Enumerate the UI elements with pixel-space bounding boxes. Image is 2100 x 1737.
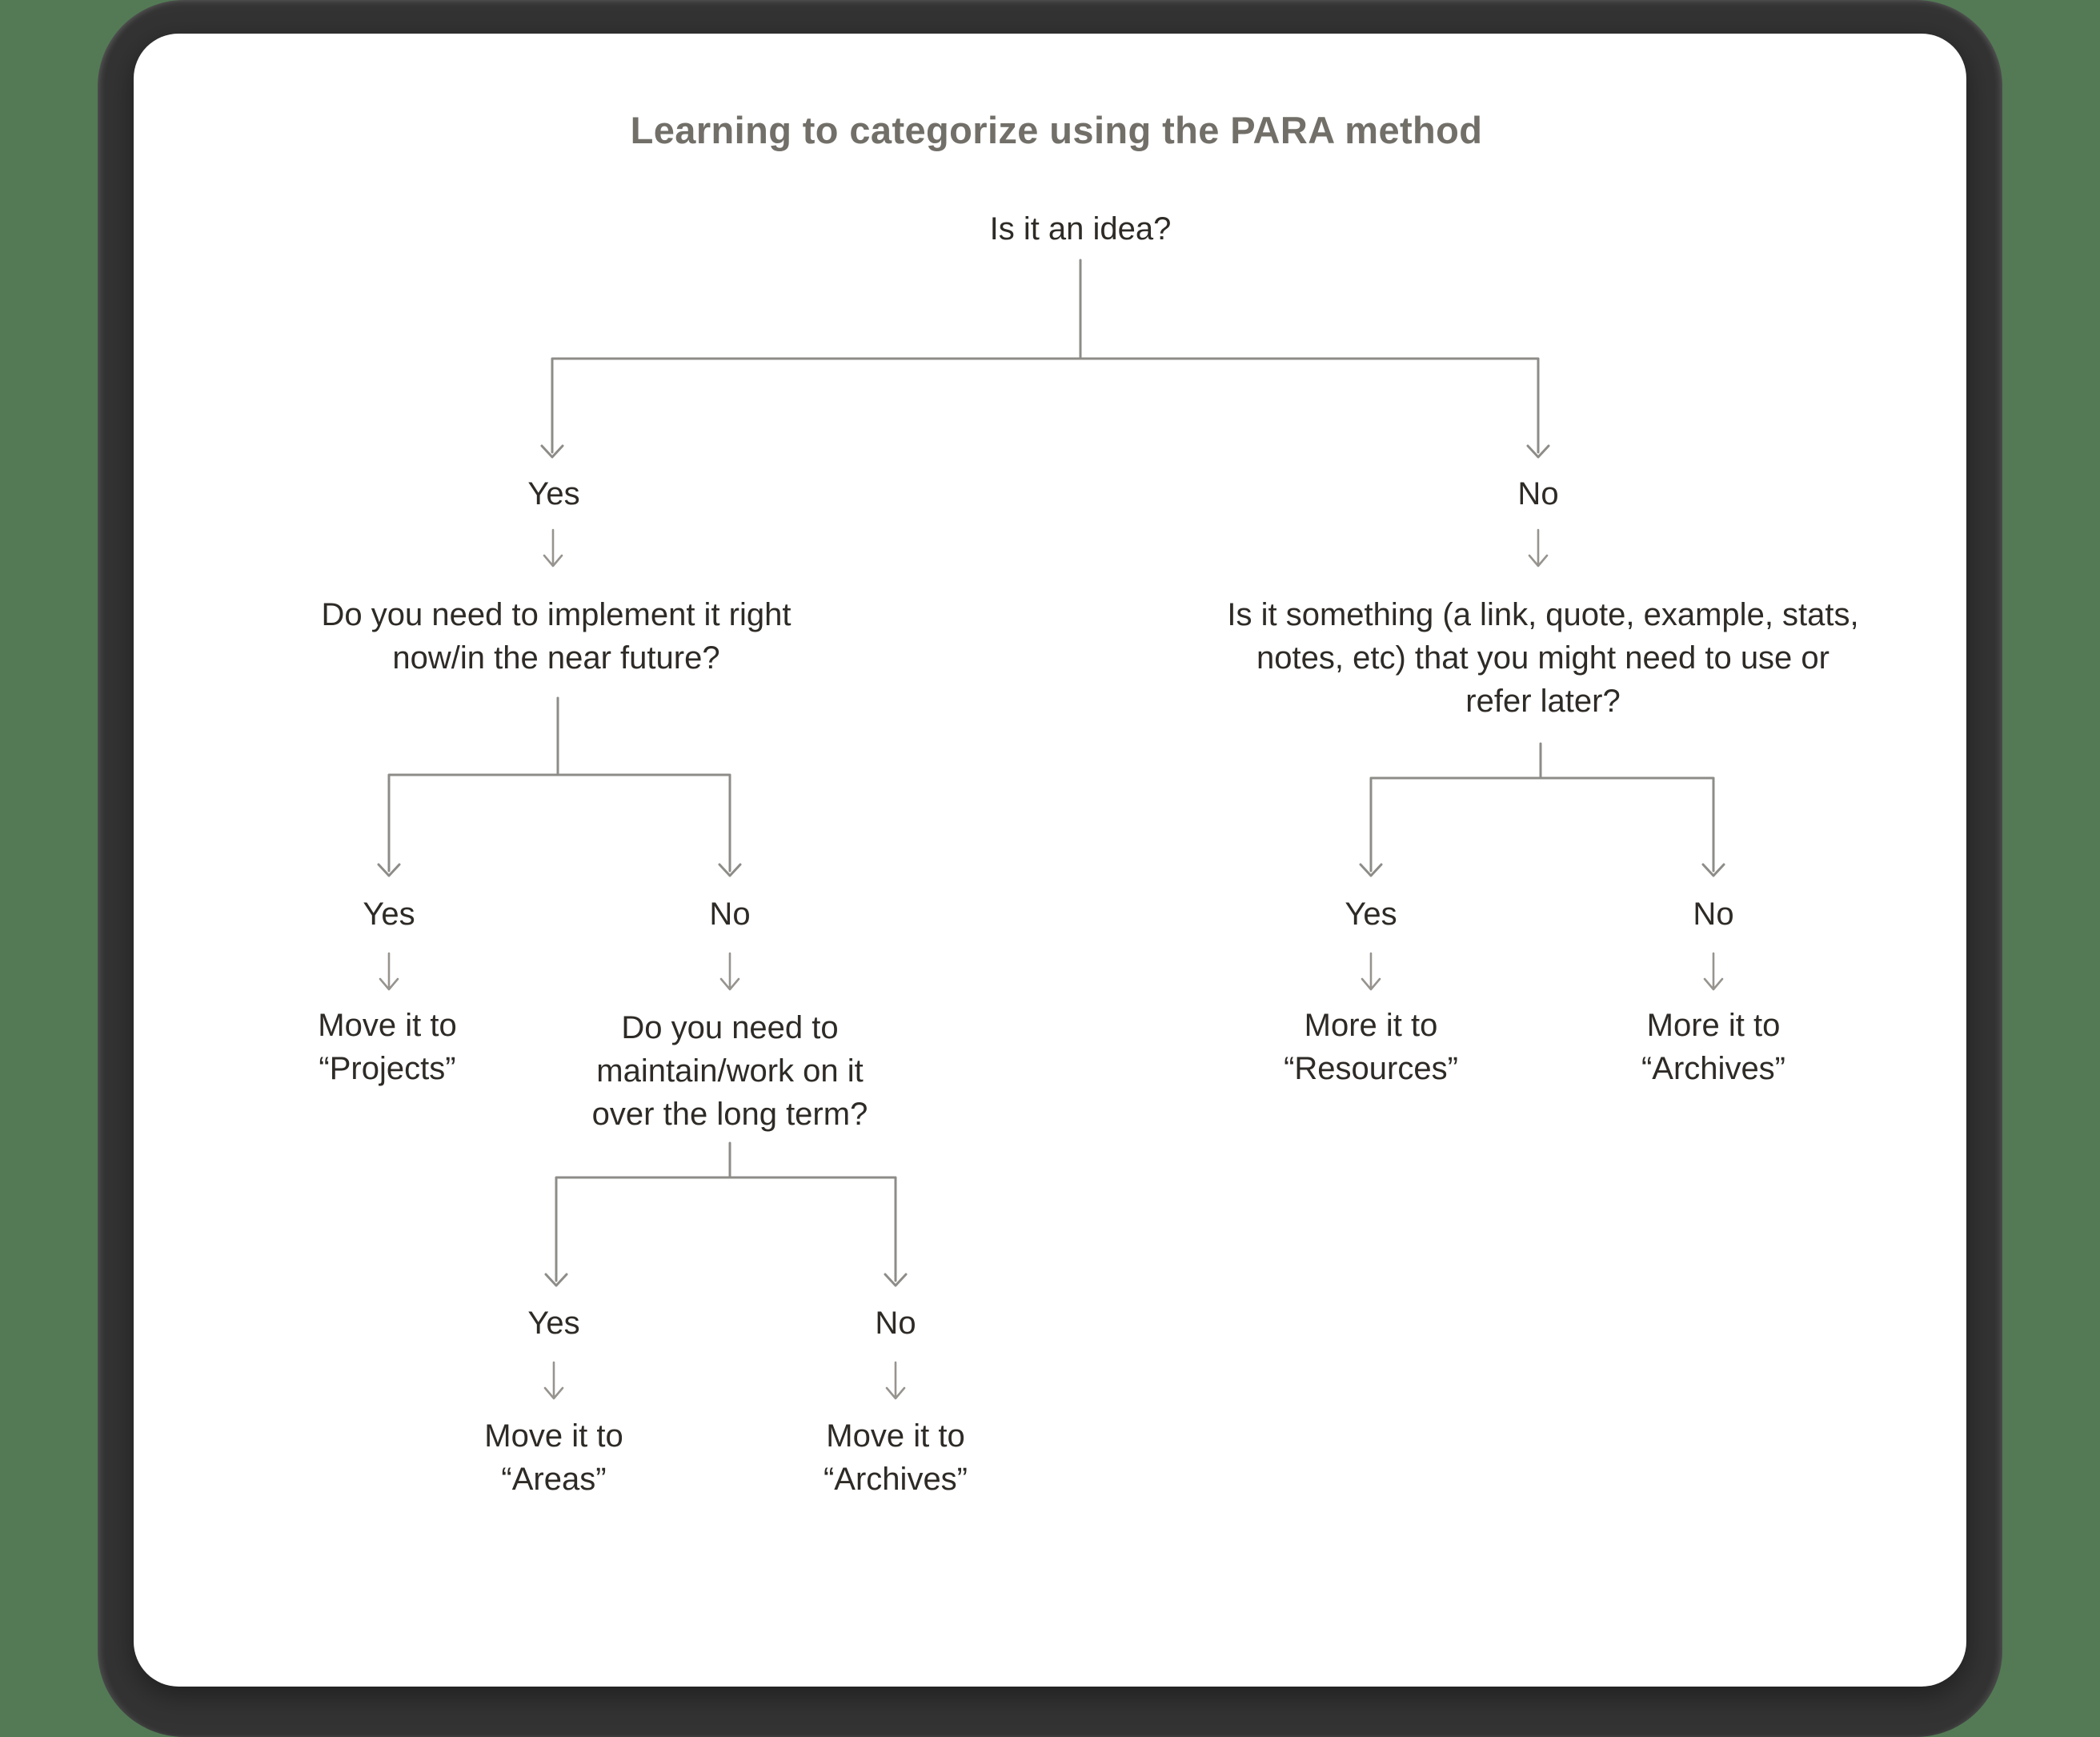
root-question: Is it an idea? <box>989 211 1172 247</box>
result-line: “Archives” <box>823 1462 968 1497</box>
maintain-yes-label: Yes <box>527 1306 580 1341</box>
result-line: “Projects” <box>319 1051 456 1086</box>
question-line: refer later? <box>1465 684 1621 719</box>
question-line: over the long term? <box>591 1097 868 1132</box>
question-line: maintain/work on it <box>596 1053 864 1089</box>
result-line: “Archives” <box>1641 1051 1786 1086</box>
branch-no-label: No <box>1517 476 1559 511</box>
result-projects: Move it to “Projects” <box>318 1004 456 1090</box>
result-line: More it to <box>1304 1008 1438 1043</box>
result-line: Move it to <box>826 1418 965 1454</box>
result-line: More it to <box>1646 1008 1781 1043</box>
question-line: notes, etc) that you might need to use o… <box>1256 640 1829 676</box>
question-line: now/in the near future? <box>392 640 720 676</box>
question-maintain: Do you need to maintain/work on it over … <box>592 1006 868 1136</box>
result-line: “Resources” <box>1284 1051 1458 1086</box>
question-implement: Do you need to implement it right now/in… <box>322 593 792 680</box>
something-no-label: No <box>1693 897 1734 932</box>
question-something: Is it something (a link, quote, example,… <box>1227 593 1858 723</box>
result-line: “Areas” <box>501 1462 607 1497</box>
diagram-title: Learning to categorize using the PARA me… <box>630 109 1483 151</box>
question-line: Is it something (a link, quote, example,… <box>1227 597 1859 632</box>
question-line: Do you need to <box>621 1010 839 1045</box>
something-yes-label: Yes <box>1345 897 1397 932</box>
result-areas: Move it to “Areas” <box>484 1414 623 1501</box>
branch-yes-label: Yes <box>527 476 580 511</box>
diagram-card <box>134 34 1966 1687</box>
result-archives-right: More it to “Archives” <box>1641 1004 1785 1090</box>
implement-yes-label: Yes <box>363 897 415 932</box>
implement-no-label: No <box>709 897 751 932</box>
maintain-no-label: No <box>875 1306 916 1341</box>
result-resources: More it to “Resources” <box>1284 1004 1458 1090</box>
question-line: Do you need to implement it right <box>321 597 792 632</box>
result-line: Move it to <box>318 1008 457 1043</box>
result-archives-left: Move it to “Archives” <box>824 1414 968 1501</box>
result-line: Move it to <box>484 1418 623 1454</box>
